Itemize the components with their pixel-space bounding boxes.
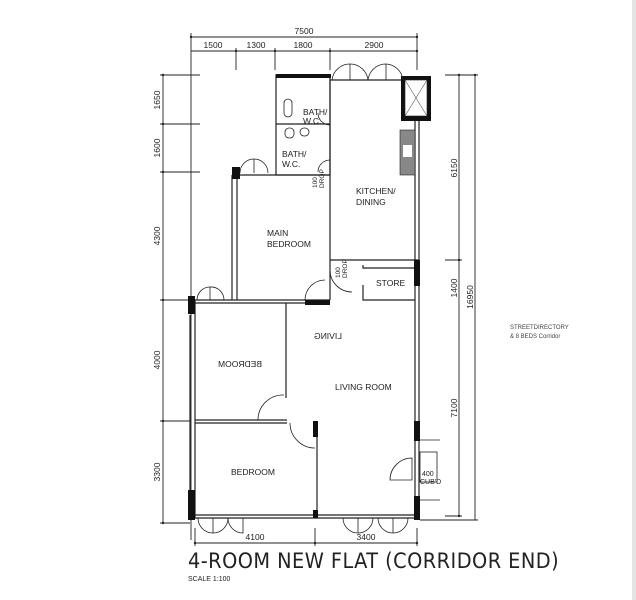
bath-2-label-line2: W.C. xyxy=(282,159,300,169)
kitchen-label-line1: KITCHEN/ xyxy=(356,186,396,196)
bath-1-label-line1: BATH/ xyxy=(303,107,328,117)
store-label: STORE xyxy=(376,278,405,288)
drop-1-value: 100 xyxy=(312,177,319,188)
dim-left-4: 4000 xyxy=(152,350,162,369)
bath-1-label-line2: W.C. xyxy=(303,116,321,126)
living-mirrored-label: LIVING xyxy=(314,331,342,341)
main-bedroom-label-line2: BEDROOM xyxy=(267,239,311,249)
bedroom-2-label: BEDROOM xyxy=(218,359,262,369)
dim-right-1: 6150 xyxy=(449,158,459,177)
bath-2-label-line1: BATH/ xyxy=(282,149,307,159)
dim-top-3: 1800 xyxy=(294,40,313,50)
dim-bottom-2: 3400 xyxy=(357,532,376,542)
dim-top-2: 1300 xyxy=(247,40,266,50)
kitchen-label-line2: DINING xyxy=(356,197,386,207)
plan-title: 4-ROOM NEW FLAT (CORRIDOR END) xyxy=(188,549,560,573)
dim-top-1: 1500 xyxy=(204,40,223,50)
watermark-line-2: & 8 BEDS Corridor xyxy=(510,334,561,340)
plan-scale: SCALE 1:100 xyxy=(188,576,231,583)
dim-bottom-1: 4100 xyxy=(246,532,265,542)
dim-right-2: 1400 xyxy=(449,278,459,297)
dim-left-5: 3300 xyxy=(152,462,162,481)
bedroom-3-label: BEDROOM xyxy=(231,467,275,477)
dim-top-total: 7500 xyxy=(295,26,314,36)
main-bedroom-label-line1: MAIN xyxy=(267,228,288,238)
page-edge xyxy=(632,0,636,600)
cupboard-label: CUB'D xyxy=(420,479,441,486)
drop-1-label: DROP xyxy=(319,169,326,188)
dim-right-3: 7100 xyxy=(449,398,459,417)
watermark-overlay: STREETDIRECTORY & 8 BEDS Corridor xyxy=(510,324,569,342)
cupboard-size: 400 xyxy=(422,471,434,478)
drop-2-label: DROP xyxy=(342,259,349,278)
drop-2-value: 100 xyxy=(335,267,342,278)
dim-left-3: 4300 xyxy=(152,226,162,245)
dim-top-4: 2900 xyxy=(365,40,384,50)
living-room-label: LIVING ROOM xyxy=(335,382,392,392)
dim-left-2: 1600 xyxy=(152,138,162,157)
dim-left-1: 1650 xyxy=(152,90,162,109)
dim-right-total: 16950 xyxy=(465,285,475,309)
watermark-line-1: STREETDIRECTORY xyxy=(510,325,569,331)
